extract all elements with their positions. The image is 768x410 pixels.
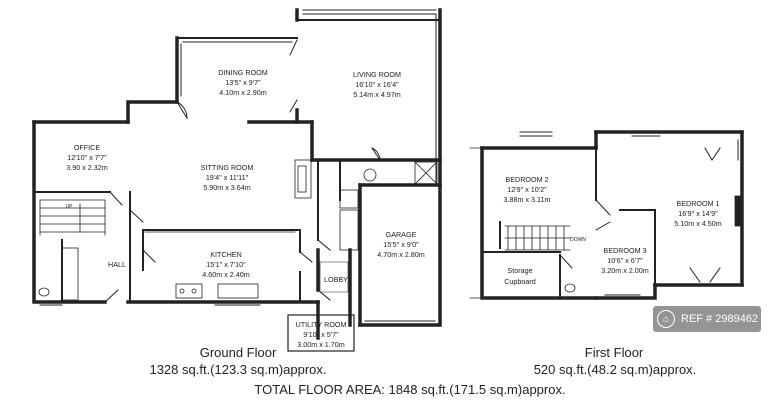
bedroom-3-metric: 3.20m x 2.00m [601,266,649,275]
reference-number: REF # 2989462 [681,313,759,325]
ground-floor-stairs [39,199,106,236]
dining-room-name: DINING ROOM [218,68,268,77]
first-floor-inner-walls [481,147,656,299]
lobby-name: LOBBY [324,275,348,284]
bedroom-3-name: BEDROOM 3 [603,246,646,255]
utility-room-box [287,314,355,352]
storage-cupboard-line1: Storage [507,266,532,275]
first-floor-labels: BEDROOM 2 12'9" x 10'2" 3.88m x 3.11m BE… [503,175,721,286]
living-room-name: LIVING ROOM [353,70,401,79]
utility-room-name: UTILITY ROOM [296,320,347,329]
living-room-metric: 5.14m x 4.97m [353,90,401,99]
dining-room-imperial: 13'5" x 9'7" [225,78,261,87]
first-floor-fixtures [469,147,744,299]
bedroom-2-imperial: 12'9" x 10'2" [507,185,547,194]
first-floor-walls [480,130,744,300]
ground-floor-fixtures [38,159,438,301]
lobby-outline [319,261,349,293]
first-floor-stairs [504,225,571,251]
sitting-room-name: SITTING ROOM [201,163,254,172]
reference-watermark: ⌂ REF # 2989462 [653,306,761,332]
ground-floor-title: Ground Floor [199,345,277,360]
total-floor-area: TOTAL FLOOR AREA: 1848 sq.ft.(171.5 sq.m… [254,382,566,397]
ground-floor-area: 1328 sq.ft.(123.3 sq.m)approx. [149,362,327,377]
first-floor-windows [481,131,743,299]
living-room-imperial: 16'10" x 16'4" [355,80,399,89]
stairs-down-label: DOWN [570,237,586,243]
office-name: OFFICE [74,143,101,152]
dining-room-metric: 4.10m x 2.90m [219,88,267,97]
sitting-room-imperial: 19'4" x 11'11" [206,173,249,182]
bedroom-2-metric: 3.88m x 3.11m [503,195,550,204]
garage-metric: 4.70m x 2.80m [377,250,425,259]
bedroom-1-metric: 5.10m x 4.50m [674,219,722,228]
kitchen-imperial: 15'1" x 7'10" [206,260,246,269]
kitchen-metric: 4.60m x 2.40m [202,270,250,279]
ground-floor-windows [35,9,441,326]
stairs-up-label: UP [66,204,74,210]
first-floor-doors [559,147,721,283]
ground-floor-doors [104,39,381,303]
utility-room-metric: 3.00m x 1.70m [297,340,345,349]
first-floor-title: First Floor [584,345,644,360]
utility-room-imperial: 9'10" x 5'7" [303,330,339,339]
hall-name: HALL [108,260,126,269]
sitting-room-metric: 5.90m x 3.64m [203,183,251,192]
rightmove-logo-icon: ⌂ [657,310,675,328]
first-floor-area: 520 sq.ft.(48.2 sq.m)approx. [533,362,697,377]
bedroom-3-imperial: 10'6" x 6'7" [607,256,643,265]
ground-floor-labels: DINING ROOM 13'5" x 9'7" 4.10m x 2.90m L… [66,68,425,349]
bedroom-1-name: BEDROOM 1 [676,199,719,208]
bedroom-1-imperial: 16'9" x 14'9" [678,209,718,218]
garage-name: GARAGE [386,230,417,239]
office-imperial: 12'10" x 7'7" [67,153,107,162]
storage-cupboard-line2: Cupboard [504,277,536,286]
garage-imperial: 15'5" x 9'0" [383,240,419,249]
kitchen-name: KITCHEN [210,250,242,259]
bedroom-2-name: BEDROOM 2 [505,175,548,184]
office-metric: 3.90 x 2.32m [66,163,108,172]
